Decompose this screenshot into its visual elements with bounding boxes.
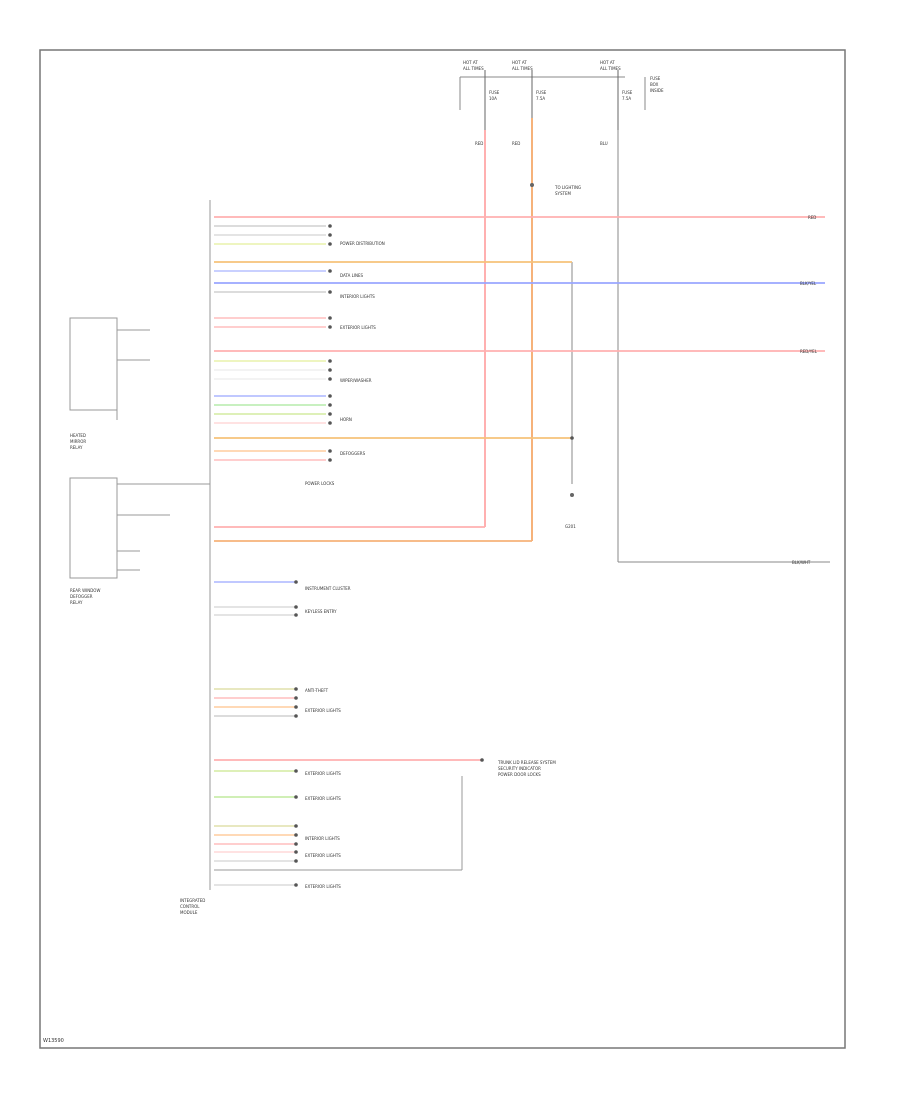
relay1-label-3: RELAY <box>70 445 83 450</box>
module-label-1: INTEGRATED <box>180 898 205 903</box>
splice-label-line2: SYSTEM <box>555 191 571 196</box>
ground-point <box>570 493 574 497</box>
group-label-13: EXTERIOR LIGHTS <box>305 771 341 776</box>
branch-lines <box>214 225 326 886</box>
group-label-2: DATA LINES <box>340 273 364 278</box>
right-wire-red-yel: RED/YEL <box>800 349 818 354</box>
group-label-6: HORN <box>340 417 352 422</box>
relay2-label-1: REAR WINDOW <box>70 588 100 593</box>
right-wire-blk-wht: BLK/WHT <box>792 560 811 565</box>
fuse1-wire-label: RED <box>475 141 483 146</box>
relay1-label-1: HEATED <box>70 433 86 438</box>
group-label-15: INTERIOR LIGHTS <box>305 836 340 841</box>
fuse3-rating-label: 7.5A <box>622 96 631 101</box>
group-label-17: EXTERIOR LIGHTS <box>305 884 341 889</box>
fuse2-wire-label: RED <box>512 141 520 146</box>
relay2-label-2: DEFOGGER <box>70 594 93 599</box>
fuse2-mode-label: ALL TIMES <box>512 66 533 71</box>
ground-label: G201 <box>565 524 576 529</box>
fuse3-wire-label: BLU <box>600 141 608 146</box>
group-label-4: EXTERIOR LIGHTS <box>340 325 376 330</box>
group-label-7: DEFOGGERS <box>340 451 366 456</box>
target-label-3: POWER DOOR LOCKS <box>498 772 541 777</box>
group-label-1: POWER DISTRIBUTION <box>340 241 385 246</box>
target-label-1: TRUNK LID RELEASE SYSTEM <box>497 760 556 765</box>
fuse2-fuse-label: FUSE <box>536 90 547 95</box>
group-label-9: INSTRUMENT CLUSTER <box>305 586 351 591</box>
relay-heated-mirror: HEATED MIRROR RELAY <box>69 317 150 450</box>
fuse1-mode-label: ALL TIMES <box>463 66 484 71</box>
group-label-3: INTERIOR LIGHTS <box>340 294 375 299</box>
fuse3-mode-label: ALL TIMES <box>600 66 621 71</box>
module-label-3: MODULE <box>180 910 198 915</box>
relay-rear-window-defogger: REAR WINDOW DEFOGGER RELAY <box>69 477 210 605</box>
group-label-5: WIPER/WASHER <box>340 378 372 383</box>
fuse2-rating-label: 7.5A <box>536 96 545 101</box>
connector-dots <box>294 224 574 887</box>
fuse3-hot-label: HOT AT <box>600 60 615 65</box>
fuse-box-label-1: FUSE <box>650 76 661 81</box>
footer-code: W13590 <box>43 1038 64 1044</box>
fuse-box-label-3: INSIDE <box>650 88 664 93</box>
group-label-8: POWER LOCKS <box>305 481 335 486</box>
relay2-label-3: RELAY <box>70 600 83 605</box>
splice-label-line1: TO LIGHTING <box>554 185 581 190</box>
diagram-border <box>39 49 846 1049</box>
group-label-10: KEYLESS ENTRY <box>305 609 337 614</box>
fuse1-fuse-label: FUSE <box>489 90 500 95</box>
group-label-11: ANTI-THEFT <box>305 688 329 693</box>
fuse-box-label-2: BOX <box>650 82 659 87</box>
right-wire-blk-yel: BLK/YEL <box>800 281 817 286</box>
group-label-16: EXTERIOR LIGHTS <box>305 853 341 858</box>
group-label-12: EXTERIOR LIGHTS <box>305 708 341 713</box>
fuse2-hot-label: HOT AT <box>512 60 527 65</box>
module-label-2: CONTROL <box>180 904 200 909</box>
fuse1-rating-label: 10A <box>489 96 497 101</box>
fuse3-fuse-label: FUSE <box>622 90 633 95</box>
target-label-2: SECURITY INDICATOR <box>498 766 541 771</box>
right-wire-red: RED <box>808 215 816 220</box>
fuse-block: HOT AT ALL TIMES FUSE 10A RED HOT AT ALL… <box>459 60 664 146</box>
harness-lines <box>214 216 825 871</box>
relay1-label-2: MIRROR <box>70 439 86 444</box>
splice-point <box>530 183 534 187</box>
group-label-14: EXTERIOR LIGHTS <box>305 796 341 801</box>
fuse1-hot-label: HOT AT <box>463 60 478 65</box>
